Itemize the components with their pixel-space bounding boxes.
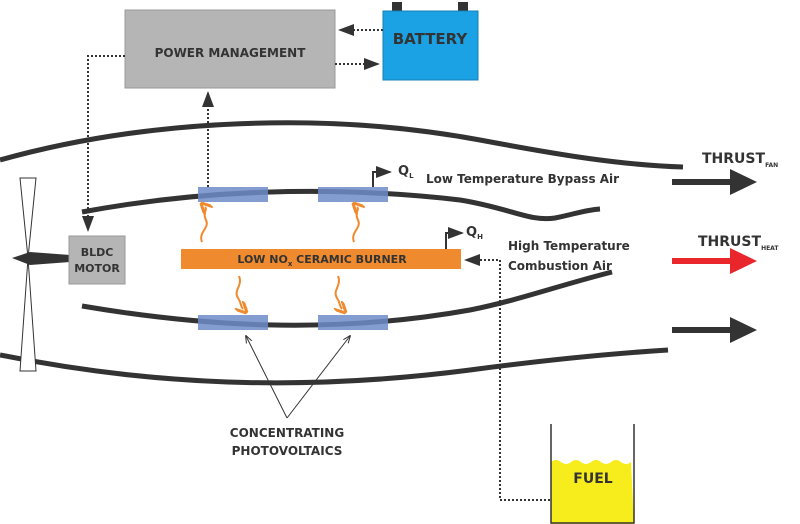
thrust-core-arrow bbox=[672, 317, 757, 343]
fuel-label: FUEL bbox=[573, 471, 612, 487]
pv-label-line2: PHOTOVOLTAICS bbox=[232, 444, 343, 458]
heat-wave-arrow bbox=[237, 275, 243, 309]
pv-label-line1: CONCENTRATING bbox=[230, 426, 344, 440]
ceramic-burner: LOW NOx CERAMIC BURNER bbox=[181, 249, 461, 269]
power-management-label: POWER MANAGEMENT bbox=[155, 46, 307, 60]
outer-bottom-duct bbox=[0, 347, 669, 386]
battery: BATTERY bbox=[382, 2, 479, 81]
fuel-line bbox=[464, 254, 550, 501]
thrust-fan-label: THRUSTFAN bbox=[702, 151, 778, 169]
pv-pointer bbox=[246, 336, 288, 419]
lower-core-duct bbox=[81, 269, 613, 328]
outer-top-duct bbox=[0, 120, 684, 170]
pv-panel bbox=[198, 315, 268, 330]
qh-label: QH bbox=[466, 225, 483, 241]
bypass-air-label: Low Temperature Bypass Air bbox=[426, 172, 619, 186]
motor-label-line1: BLDC bbox=[81, 246, 114, 259]
combustion-air-label-line1: High Temperature bbox=[508, 239, 630, 253]
ql-label: QL bbox=[398, 164, 414, 180]
svg-text:LOW NOx CERAMIC BURNER: LOW NOx CERAMIC BURNER bbox=[237, 253, 407, 268]
heat-wave-arrow bbox=[201, 207, 207, 243]
power-management-box: POWER MANAGEMENT bbox=[124, 9, 336, 89]
heat-wave-arrow bbox=[336, 275, 342, 309]
battery-label: BATTERY bbox=[393, 30, 469, 48]
qh-arrow bbox=[445, 227, 464, 249]
thrust-fan-arrow bbox=[672, 169, 757, 195]
heat-wave-arrow bbox=[353, 207, 359, 243]
fuel-tank: FUEL bbox=[550, 424, 635, 524]
thrust-heat-arrow bbox=[672, 248, 757, 274]
burner-label: LOW NO bbox=[237, 253, 288, 266]
pv-panel bbox=[318, 315, 388, 330]
motor-label-line2: MOTOR bbox=[74, 262, 120, 275]
ql-arrow bbox=[372, 166, 392, 187]
fan-icon bbox=[12, 177, 70, 372]
combustion-air-label-line2: Combustion Air bbox=[508, 259, 612, 273]
pv-panel bbox=[198, 187, 268, 202]
pm-to-motor-arrow bbox=[82, 55, 125, 232]
pv-pointer bbox=[286, 336, 350, 419]
bldc-motor: BLDC MOTOR bbox=[68, 235, 126, 285]
pv-panel bbox=[318, 187, 388, 202]
thrust-heat-label: THRUSTHEAT bbox=[698, 234, 779, 252]
